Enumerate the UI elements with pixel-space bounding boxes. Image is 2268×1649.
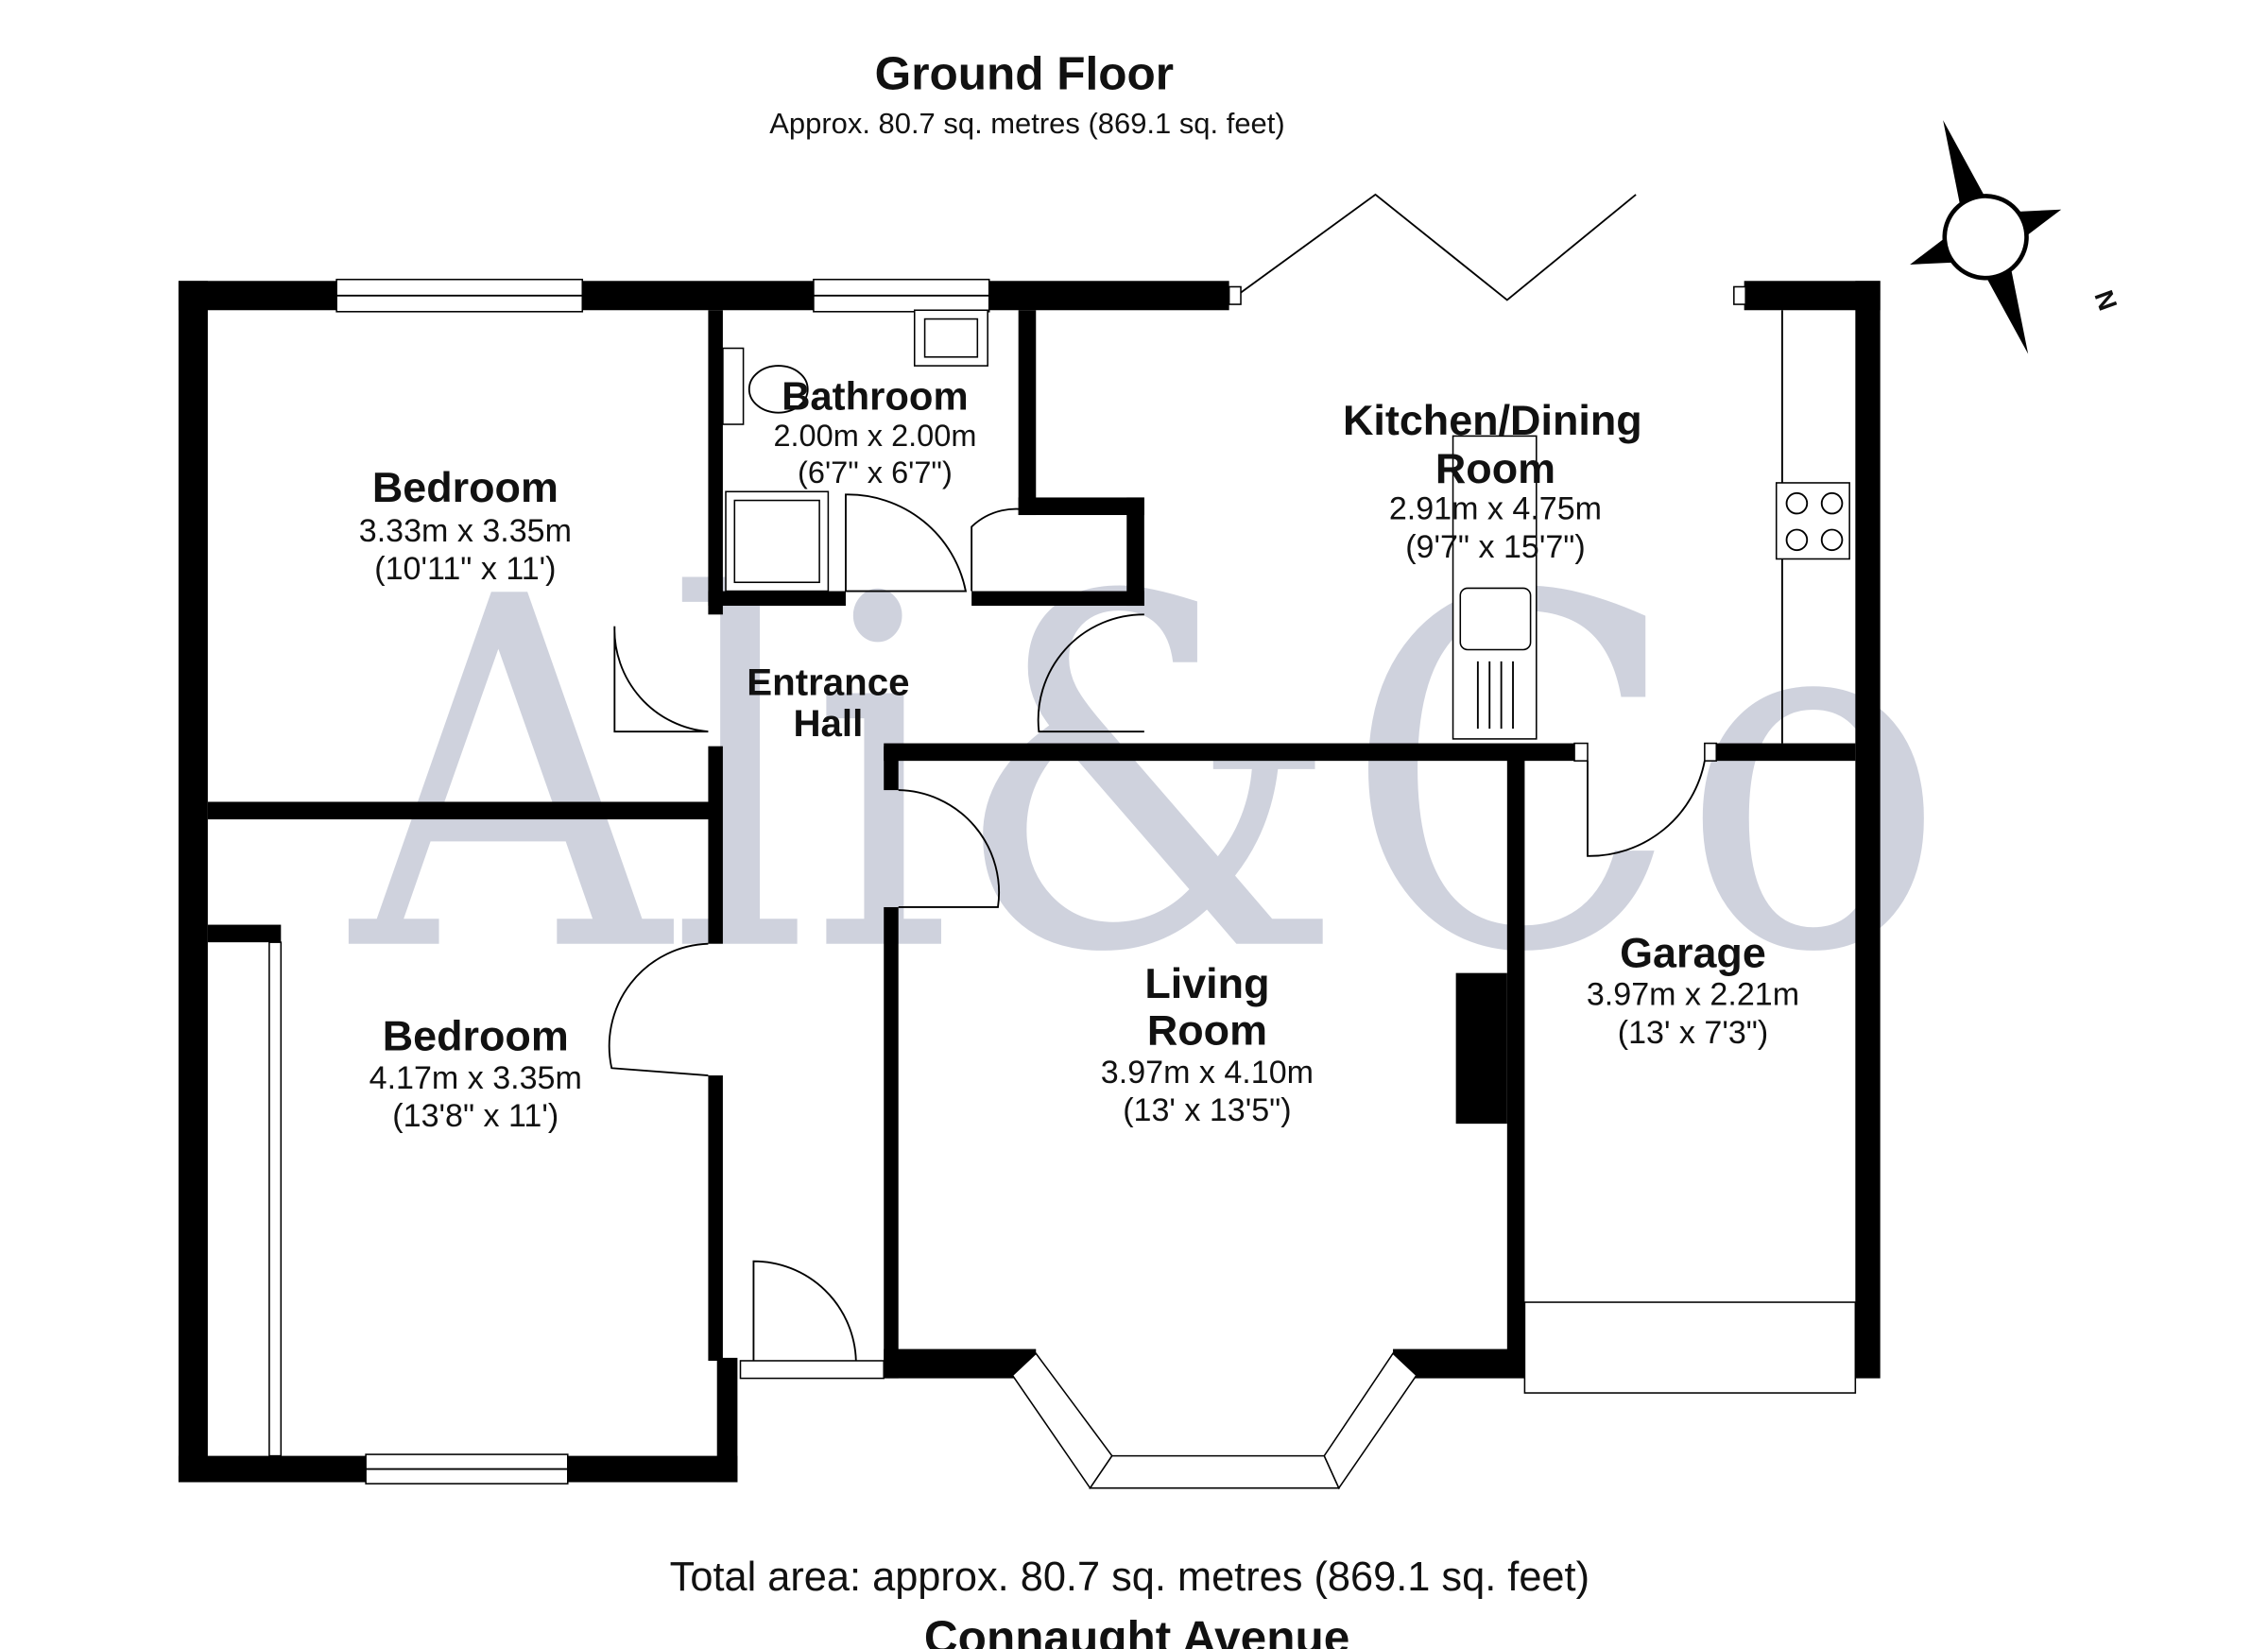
room-size-metric: 4.17m x 3.35m [369,1060,582,1096]
room-label-bedroom-1: Bedroom 3.33m x 3.35m (10'11" x 11') [359,463,572,587]
room-size-imperial: (13'8" x 11') [392,1098,558,1134]
room-size-imperial: (10'11" x 11') [374,551,556,587]
floor-area: Approx. 80.7 sq. metres (869.1 sq. feet) [769,107,1284,140]
compass-north-label: N [2088,286,2122,315]
room-size-metric: 2.91m x 4.75m [1389,491,1602,527]
property-address: Connaught Avenue [924,1612,1349,1649]
room-size-metric: 3.33m x 3.35m [359,513,572,549]
room-size-imperial: (6'7" x 6'7") [798,455,953,490]
room-name: Entrance [747,661,909,703]
toilet-icon [747,365,809,414]
compass-icon [1910,120,2062,354]
room-name: Bedroom [383,1012,569,1060]
room-name: Hall [793,702,863,745]
room-label-living-room: Living Room 3.97m x 4.10m (13' x 13'5") [1101,959,1314,1128]
room-name: Bathroom [782,374,968,419]
fixtures [608,193,1850,1362]
walls [178,278,1881,1490]
room-label-kitchen-dining: Kitchen/Dining Room 2.91m x 4.75m (9'7" … [1343,396,1642,565]
room-label-bathroom: Bathroom 2.00m x 2.00m (6'7" x 6'7") [773,374,976,490]
room-name: Living [1144,959,1269,1007]
room-size-imperial: (13' x 7'3") [1618,1015,1768,1051]
room-label-bedroom-2: Bedroom 4.17m x 3.35m (13'8" x 11') [369,1012,582,1135]
watermark-logo: Ali&Co [344,496,1946,1058]
room-size-metric: 2.00m x 2.00m [773,419,976,453]
total-area: Total area: approx. 80.7 sq. metres (869… [670,1555,1589,1600]
room-label-entrance-hall: Entrance Hall [747,661,909,744]
room-name: Kitchen/Dining [1343,396,1642,444]
room-name: Room [1147,1006,1267,1055]
room-size-metric: 3.97m x 4.10m [1101,1055,1314,1091]
room-name: Room [1435,444,1555,492]
room-size-imperial: (13' x 13'5") [1123,1092,1291,1128]
room-label-garage: Garage 3.97m x 2.21m (13' x 7'3") [1587,928,1799,1051]
room-size-imperial: (9'7" x 15'7") [1405,529,1585,565]
room-name: Bedroom [372,463,558,511]
bifold-door [1240,193,1637,301]
floor-title: Ground Floor [875,47,1174,99]
room-name: Garage [1620,928,1766,976]
room-size-metric: 3.97m x 2.21m [1587,977,1799,1013]
